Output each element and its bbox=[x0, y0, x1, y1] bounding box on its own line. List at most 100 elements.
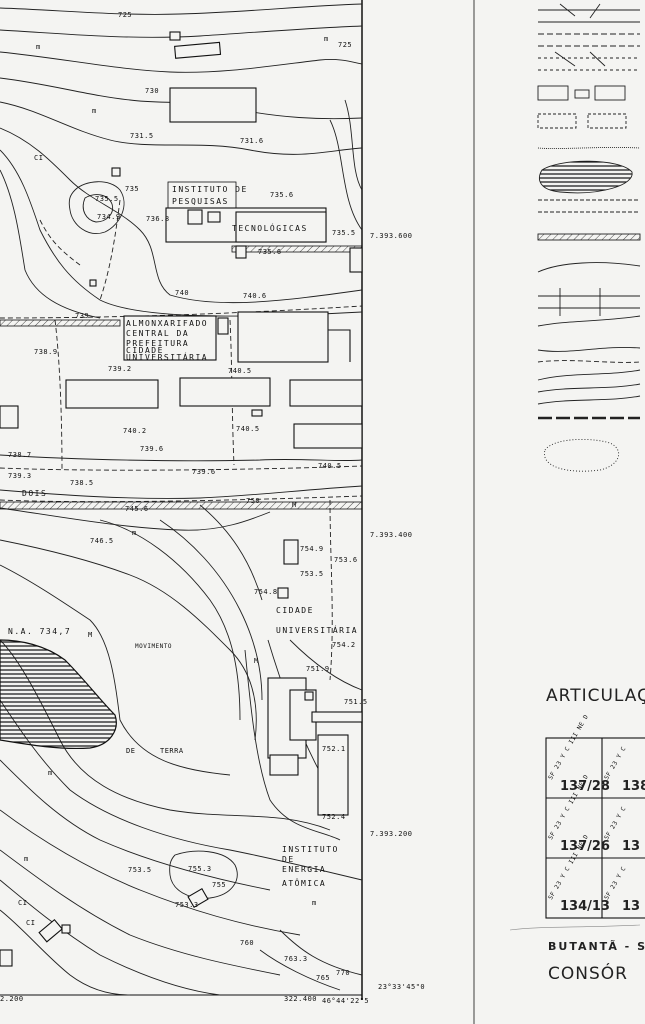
contour-label: 731.5 bbox=[130, 132, 154, 140]
northing-label: 7.393.400 bbox=[370, 531, 413, 539]
terrain-mark: m bbox=[324, 35, 329, 43]
place-label: INSTITUTO DE bbox=[172, 185, 248, 194]
contour-label: 754.2 bbox=[332, 641, 356, 649]
contour-label: 735.5 bbox=[95, 195, 119, 203]
legend-symbols bbox=[537, 3, 641, 472]
place-label: DE bbox=[282, 855, 295, 864]
contour-label: 753.5 bbox=[128, 866, 152, 874]
map-frame bbox=[0, 0, 475, 1024]
place-label: PESQUISAS bbox=[172, 197, 229, 206]
contour-label: 730 bbox=[145, 87, 160, 95]
contour-label: 739.2 bbox=[108, 365, 132, 373]
contour-label: 745.6 bbox=[125, 505, 149, 513]
index-cell: 137/28 bbox=[560, 779, 610, 794]
terrain-mark: m bbox=[92, 107, 97, 115]
contour-label: 735.6 bbox=[270, 191, 294, 199]
contour-label: 740.5 bbox=[318, 462, 342, 470]
contour-label: 739.6 bbox=[140, 445, 164, 453]
contour-label: 753.5 bbox=[300, 570, 324, 578]
place-label: TERRA bbox=[160, 747, 184, 755]
place-label: CIDADE bbox=[276, 606, 314, 615]
place-label: UNIVERSITÁRIA bbox=[276, 626, 359, 635]
terrain-mark: m bbox=[24, 855, 29, 863]
index-cell: 134/13 bbox=[560, 899, 610, 914]
contour-label: 739 bbox=[75, 312, 90, 320]
contour-label: 735.6 bbox=[258, 248, 282, 256]
articulation-title: ARTICULAÇ bbox=[546, 686, 645, 706]
contour-label: 760 bbox=[240, 939, 255, 947]
terrain-mark: m bbox=[36, 43, 41, 51]
footer-place: BUTANTÃ - S bbox=[548, 940, 645, 953]
terrain-mark: M bbox=[88, 631, 93, 639]
contour-label: 752.4 bbox=[322, 813, 346, 821]
terrain-mark: m bbox=[132, 529, 137, 537]
terrain-mark: M bbox=[292, 501, 297, 509]
contour-label: 755.3 bbox=[188, 865, 212, 873]
place-label: TECNOLÓGICAS bbox=[232, 224, 308, 233]
contour-label: 734.9 bbox=[97, 213, 121, 221]
lake bbox=[0, 639, 117, 750]
northing-label: 7.393.600 bbox=[370, 232, 413, 240]
index-cell: 13 bbox=[622, 839, 641, 854]
contour-label: 725 bbox=[118, 11, 133, 19]
contour-label: 740 bbox=[175, 289, 190, 297]
contour-label: 750 bbox=[246, 497, 261, 505]
contour-label: 755 bbox=[212, 881, 227, 889]
contour-label: 753.6 bbox=[334, 556, 358, 564]
place-label: MOVIMENTO bbox=[135, 643, 173, 650]
contour-label: 740.2 bbox=[123, 427, 147, 435]
place-label: ENERGIA bbox=[282, 865, 327, 874]
place-label: ALMONXARIFADO bbox=[126, 319, 209, 328]
contour-label: 725 bbox=[338, 41, 353, 49]
terrain-mark: M bbox=[254, 657, 259, 665]
buildings bbox=[0, 31, 363, 967]
easting-label: 2.200 bbox=[0, 995, 24, 1003]
contour-label: 751.5 bbox=[344, 698, 368, 706]
panel-footer-rule bbox=[509, 924, 641, 931]
index-grid bbox=[545, 737, 645, 919]
contour-label: 765 bbox=[316, 974, 331, 982]
footer-company: CONSÓR bbox=[548, 964, 628, 984]
place-label: PREFEITURA bbox=[126, 339, 190, 348]
lake-water-level-label: N.A. 734,7 bbox=[8, 627, 72, 636]
latitude-label: 23°33'45"0 bbox=[378, 983, 426, 991]
railway-strips bbox=[0, 245, 363, 510]
contour-label: 735.5 bbox=[332, 229, 356, 237]
terrain-mark: CI bbox=[26, 919, 36, 927]
place-label: ATÔMICA bbox=[282, 879, 327, 888]
terrain-mark: m bbox=[48, 769, 53, 777]
northing-label: 7.393.200 bbox=[370, 830, 413, 838]
contour-label: 738.9 bbox=[34, 348, 58, 356]
roads bbox=[0, 199, 363, 681]
place-label: CENTRAL DA bbox=[126, 329, 190, 338]
contour-label: 739.6 bbox=[192, 468, 216, 476]
contour-label: 754.8 bbox=[254, 588, 278, 596]
label-frames bbox=[123, 181, 237, 361]
place-label: DOIS bbox=[22, 489, 48, 498]
contour-label: 746.5 bbox=[90, 537, 114, 545]
contour-label: 753.3 bbox=[175, 901, 199, 909]
easting-label: 322.400 bbox=[284, 995, 318, 1003]
contour-label: 738.5 bbox=[70, 479, 94, 487]
index-cell: 137/26 bbox=[560, 839, 610, 854]
contour-label: 740.6 bbox=[243, 292, 267, 300]
contour-label: 763.3 bbox=[284, 955, 308, 963]
contour-label: 731.6 bbox=[240, 137, 264, 145]
contour-label: 735 bbox=[125, 185, 140, 193]
place-label: UNIVERSITÁRIA bbox=[126, 353, 209, 362]
terrain-mark: m bbox=[312, 899, 317, 907]
contour-label: 770 bbox=[336, 969, 351, 977]
place-label: DE bbox=[126, 747, 136, 755]
contour-label: 736.8 bbox=[146, 215, 170, 223]
terrain-mark: CI bbox=[34, 154, 44, 162]
contour-label: 752.1 bbox=[322, 745, 346, 753]
index-cell: 138 bbox=[622, 779, 645, 794]
contour-label: 754.9 bbox=[300, 545, 324, 553]
contour-label: 739.3 bbox=[8, 472, 32, 480]
terrain-mark: CI bbox=[18, 899, 28, 907]
place-label: INSTITUTO bbox=[282, 845, 339, 854]
contour-label: 740.5 bbox=[228, 367, 252, 375]
